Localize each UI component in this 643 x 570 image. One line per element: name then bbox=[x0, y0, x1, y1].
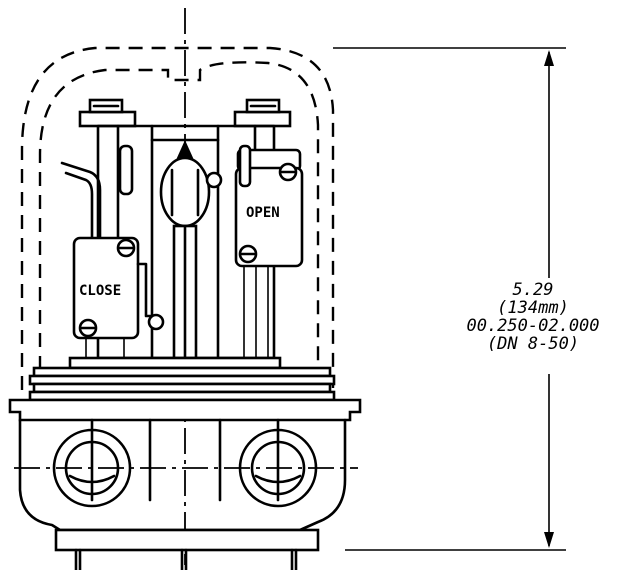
close-switch-label: CLOSE bbox=[79, 283, 121, 299]
left-lever-arm bbox=[60, 161, 102, 242]
threaded-neck bbox=[28, 356, 336, 402]
height-millimeters: (134mm) bbox=[497, 298, 569, 318]
open-switch bbox=[234, 144, 304, 358]
dn-range: (DN 8-50) bbox=[486, 334, 580, 354]
size-range: 00.250-02.000 bbox=[466, 316, 600, 336]
housing-body bbox=[8, 398, 362, 570]
right-terminal-block bbox=[233, 98, 292, 128]
open-switch-label: OPEN bbox=[246, 205, 280, 221]
left-lever-guide bbox=[118, 144, 134, 196]
cover-outline-inner bbox=[38, 61, 320, 370]
dimension-label: 5.29 (134mm) 00.250-02.000 (DN 8-50) bbox=[440, 281, 626, 353]
cover-outline-outer bbox=[20, 46, 335, 390]
central-actuator bbox=[159, 140, 223, 360]
close-switch bbox=[72, 236, 165, 358]
left-terminal-block bbox=[78, 98, 137, 128]
height-dimension bbox=[333, 47, 566, 551]
height-inches: 5.29 bbox=[512, 280, 554, 300]
